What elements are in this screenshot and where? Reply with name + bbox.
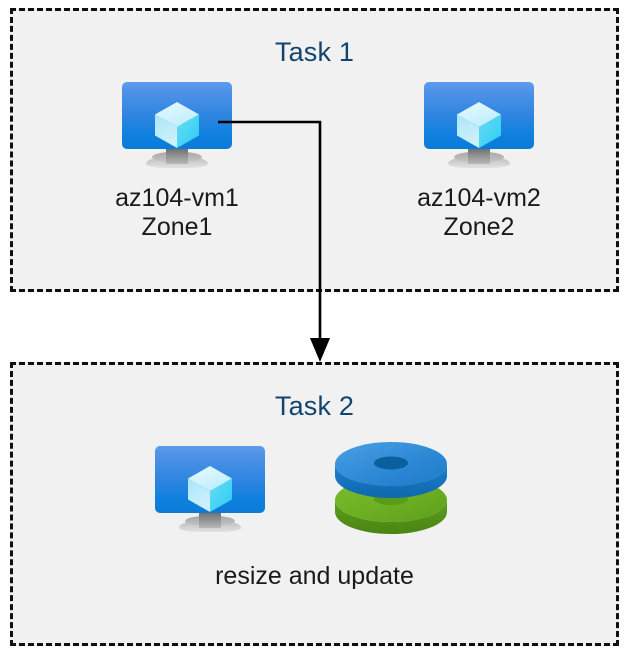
task-1-title: Task 1	[274, 37, 355, 67]
task-2-group: Task 2	[10, 362, 619, 646]
task-2-caption: resize and update	[215, 562, 414, 590]
monitor-neck	[468, 148, 490, 164]
node-az104-vm1: az104-vm1 Zone1	[66, 82, 288, 242]
node-task2-disks	[331, 438, 451, 538]
cube-glyph	[457, 102, 501, 148]
managed-disks-icon	[331, 438, 451, 538]
monitor-neck	[166, 148, 188, 164]
task-2-caption-wrap: resize and update	[13, 562, 616, 591]
cube-glyph	[155, 102, 199, 148]
virtual-machine-icon	[424, 82, 534, 168]
monitor-neck	[199, 512, 221, 528]
node-az104-vm2: az104-vm2 Zone2	[368, 82, 590, 242]
task-1-group: Task 1	[10, 8, 619, 292]
cube-glyph	[188, 466, 232, 512]
node-caption: az104-vm2 Zone2	[417, 184, 541, 241]
arrowhead-icon	[310, 338, 330, 362]
virtual-machine-icon	[155, 446, 265, 532]
virtual-machine-icon	[122, 82, 232, 168]
disks-glyph	[335, 442, 447, 534]
task-2-title: Task 2	[274, 391, 355, 421]
node-task2-vm	[155, 446, 265, 532]
node-caption: az104-vm1 Zone1	[115, 184, 239, 241]
